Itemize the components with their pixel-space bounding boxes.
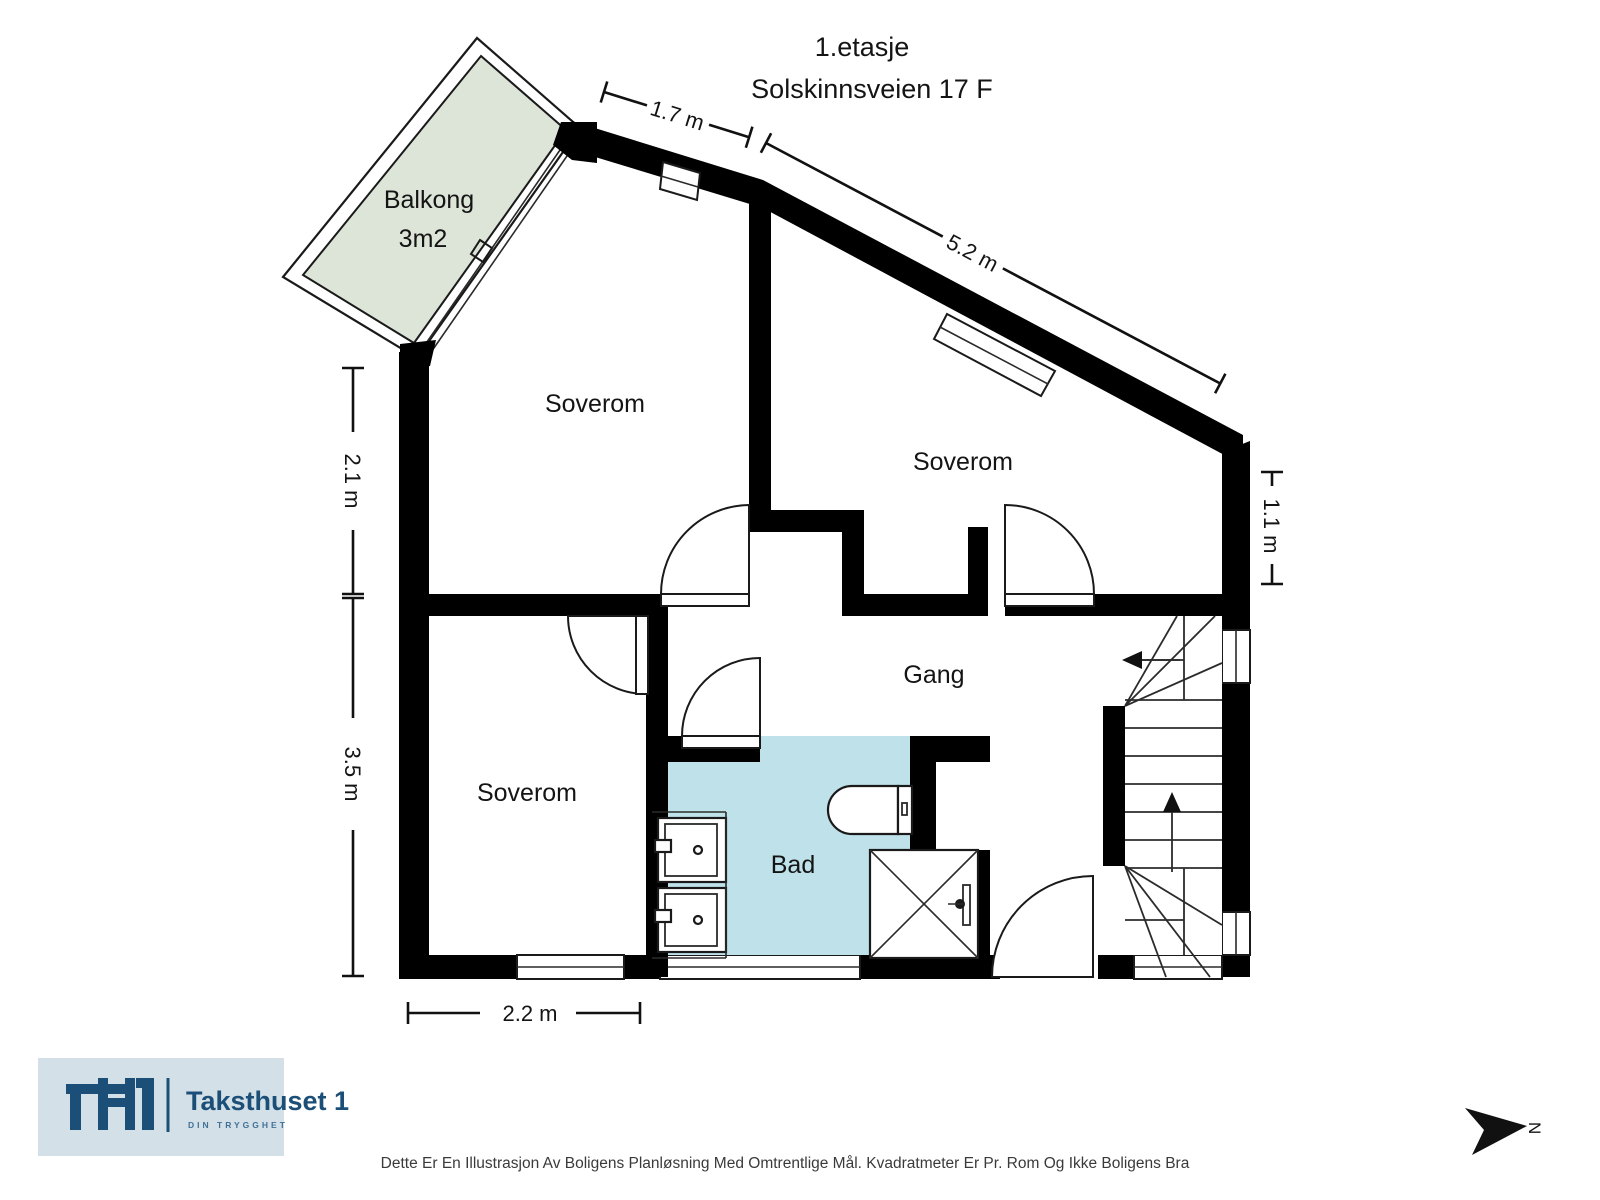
wall-bad-right-upper	[910, 762, 936, 850]
sink-lower-drain	[692, 914, 704, 926]
wall-right-upper	[1222, 441, 1250, 600]
wall-facade-upper-right	[763, 180, 1243, 465]
wall-bottom-seg-a	[399, 955, 517, 979]
door-bedroom1	[659, 503, 750, 607]
company-logo: Taksthuset 1 DIN TRYGGHET	[38, 1058, 349, 1156]
stair-well	[1125, 616, 1222, 955]
wall-left-exterior	[399, 352, 429, 977]
stair-arrow-down-icon	[1122, 651, 1142, 669]
toilet-cistern	[896, 784, 914, 836]
wall-right-seg-c	[1222, 955, 1250, 977]
gang-label: Gang	[903, 661, 964, 689]
stair-winder	[1124, 865, 1211, 978]
window-right-2	[1221, 911, 1251, 956]
balcony-gate-post	[469, 238, 494, 264]
wall-bottom-seg-d	[1098, 955, 1134, 979]
dimension-bottom: 2.2 m	[406, 1001, 642, 1026]
north-arrow-icon	[1465, 1108, 1527, 1155]
dimension-bottom-value: 2.2 m	[502, 1001, 557, 1026]
stair-winder	[1124, 615, 1178, 707]
balcony-area: 3m2	[399, 225, 448, 253]
dimension-left-upper: 2.1 m	[340, 366, 365, 596]
window-bottom-3	[1133, 954, 1223, 980]
window-facade-upper-left	[658, 160, 702, 202]
soverom-1-label: Soverom	[545, 390, 645, 418]
logo-name: Taksthuset 1	[186, 1086, 349, 1116]
wall-stair-side	[1103, 706, 1125, 866]
footer-disclaimer: Dette Er En Illustrasjon Av Boligens Pla…	[381, 1155, 1190, 1172]
dimension-right-value: 1.1 m	[1259, 498, 1284, 553]
soverom-3-label: Soverom	[477, 779, 577, 807]
dimension-left-lower: 3.5 m	[340, 596, 365, 978]
shower-cross-b	[869, 849, 979, 959]
address-subtitle: Solskinnsveien 17 F	[751, 74, 993, 104]
wall-gang-top-left	[749, 510, 864, 532]
sink-upper-faucet	[653, 838, 673, 854]
compass: N	[1465, 1108, 1544, 1155]
door-bedroom2	[1004, 503, 1096, 607]
door-bedroom3-top	[566, 615, 649, 696]
doors	[566, 503, 1096, 978]
stair-winder	[1124, 865, 1223, 926]
wall-gang-top-mid	[842, 594, 972, 616]
bad-label: Bad	[771, 851, 815, 879]
wall-bad-top-right	[910, 736, 990, 762]
wall-partition-bedrooms	[749, 194, 771, 524]
balcony-group: Balkong 3m2	[281, 36, 597, 372]
balcony-rail-inner	[419, 136, 570, 353]
north-label: N	[1525, 1122, 1544, 1134]
stair-arrow-up-icon	[1163, 792, 1181, 812]
page-title: 1.etasje	[815, 32, 910, 62]
dimension-right: 1.1 m	[1259, 470, 1284, 586]
dimension-left-lower-value: 3.5 m	[340, 746, 365, 801]
wall-door-jamb-bedroom2	[968, 527, 988, 616]
door-bathroom	[680, 656, 761, 749]
wall-right-seg-b	[1222, 683, 1250, 912]
door-lower-right	[990, 874, 1094, 978]
wall-gang-step	[842, 510, 864, 594]
toilet-flush-button	[901, 802, 908, 816]
balcony-rail-outer	[426, 142, 577, 359]
stair-winder	[1124, 662, 1223, 707]
thi-monogram-icon	[66, 1078, 154, 1130]
wall-below-bedroom-left	[399, 594, 655, 616]
bathroom-fixtures	[652, 784, 980, 960]
window-bottom-2	[659, 954, 861, 980]
dimension-left-upper-value: 2.1 m	[340, 453, 365, 508]
stair-winder	[1124, 865, 1167, 978]
sink-lower-faucet	[653, 908, 673, 924]
logo-tagline: DIN TRYGGHET	[188, 1120, 288, 1130]
window-bottom-1	[516, 954, 625, 980]
toilet-bowl	[826, 784, 900, 836]
balcony-label: Balkong	[384, 186, 474, 214]
wall-bedroom3-right	[646, 616, 668, 977]
stair-winder	[1124, 615, 1216, 707]
soverom-2-label: Soverom	[913, 448, 1013, 476]
sink-upper-drain	[692, 844, 704, 856]
window-right-1	[1221, 629, 1251, 684]
window-facade-upper-right	[932, 312, 1057, 398]
staircase	[1122, 615, 1223, 978]
